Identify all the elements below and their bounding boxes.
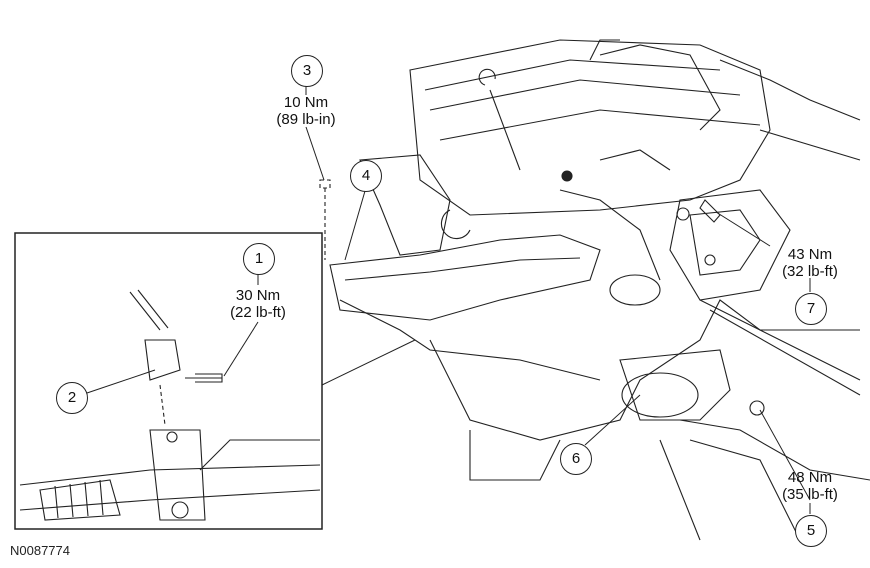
callout-4: 4 <box>350 160 382 192</box>
callout-7: 7 <box>795 293 827 325</box>
callout-5: 5 <box>795 515 827 547</box>
callout-5-torque-nm: 48 Nm <box>787 469 833 486</box>
callout-2: 2 <box>56 382 88 414</box>
inset-steering-gear <box>14 232 323 530</box>
callout-1-torque-nm: 30 Nm <box>235 287 281 304</box>
callout-1-torque-imperial: (22 lb-ft) <box>230 304 286 321</box>
callout-6: 6 <box>560 443 592 475</box>
callout-3: 3 <box>291 55 323 87</box>
figure-id: N0087774 <box>10 543 70 558</box>
callout-1: 1 <box>243 243 275 275</box>
callout-3-torque-imperial: (89 lb-in) <box>276 111 336 128</box>
callout-7-torque-imperial: (32 lb-ft) <box>782 263 838 280</box>
engine-drawing <box>319 39 870 541</box>
callout-3-torque-nm: 10 Nm <box>283 94 329 111</box>
callout-7-torque-nm: 43 Nm <box>787 246 833 263</box>
callout-5-torque-imperial: (35 lb-ft) <box>782 486 838 503</box>
leader-lines <box>86 86 811 514</box>
